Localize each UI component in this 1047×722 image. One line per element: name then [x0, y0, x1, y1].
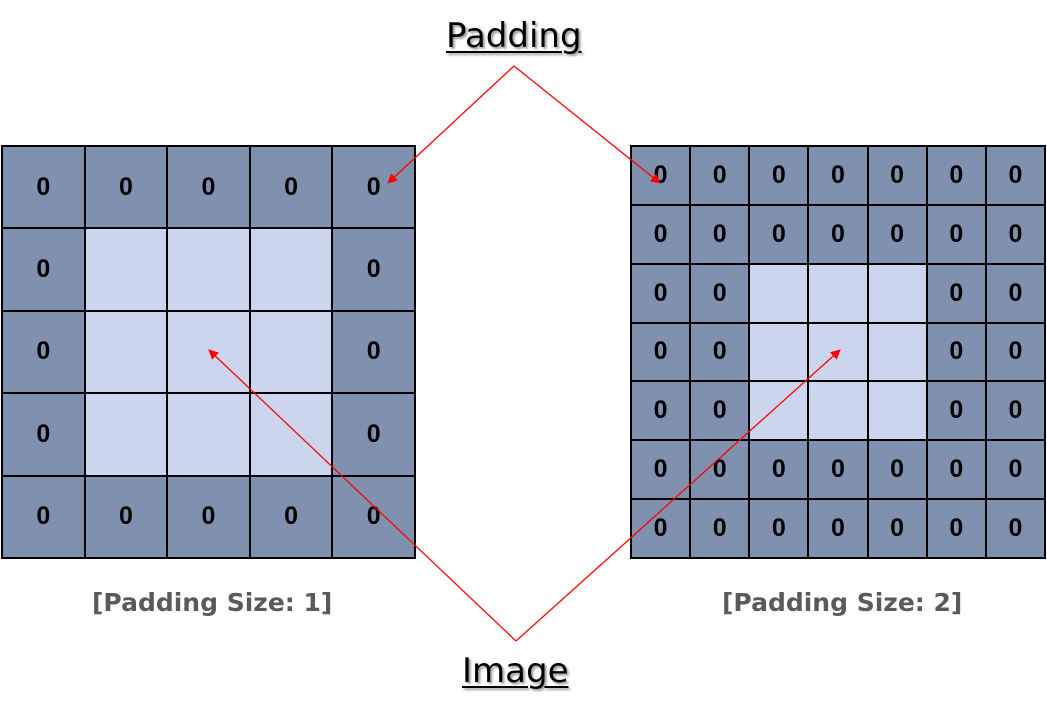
image-cell	[85, 394, 167, 475]
padding-cell: 0	[750, 205, 808, 263]
padding-cell: 0	[986, 264, 1044, 322]
padding-cell: 0	[333, 147, 414, 228]
padding-cell: 0	[691, 382, 749, 440]
padding-cell: 0	[250, 476, 332, 557]
padding-cell: 0	[927, 323, 985, 381]
image-cell	[250, 394, 332, 475]
image-cell	[250, 229, 332, 310]
padding-cell: 0	[927, 205, 985, 263]
padding-cell: 0	[691, 441, 749, 499]
image-cell	[809, 382, 867, 440]
padding-cell: 0	[691, 323, 749, 381]
image-cell	[750, 264, 808, 322]
image-cell	[809, 323, 867, 381]
padding-cell: 0	[168, 147, 249, 228]
padding-cell: 0	[333, 311, 414, 393]
padding-cell: 0	[986, 205, 1044, 263]
padding-label: Padding	[446, 16, 582, 56]
padding-cell: 0	[986, 382, 1044, 440]
padding-cell: 0	[927, 264, 985, 322]
padding-cell: 0	[809, 441, 867, 499]
image-cell	[250, 311, 332, 393]
image-cell	[809, 264, 867, 322]
padding-cell: 0	[632, 441, 690, 499]
padding-cell: 0	[927, 441, 985, 499]
padding-cell: 0	[868, 441, 926, 499]
image-cell	[168, 229, 249, 310]
padding-cell: 0	[691, 205, 749, 263]
padding-cell: 0	[3, 476, 84, 557]
padding-size-1-caption: [Padding Size: 1]	[92, 588, 333, 617]
image-cell	[168, 394, 249, 475]
padding-cell: 0	[750, 500, 808, 557]
padding-cell: 0	[333, 394, 414, 475]
padding-cell: 0	[632, 382, 690, 440]
padding-cell: 0	[868, 205, 926, 263]
padding-cell: 0	[3, 147, 84, 228]
image-cell	[750, 323, 808, 381]
image-label: Image	[462, 651, 569, 691]
padding-cell: 0	[691, 500, 749, 557]
padding-cell: 0	[809, 500, 867, 557]
image-cell	[868, 323, 926, 381]
padding-cell: 0	[986, 500, 1044, 557]
padding-cell: 0	[632, 205, 690, 263]
padding-cell: 0	[632, 264, 690, 322]
image-cell	[868, 382, 926, 440]
image-cell	[85, 229, 167, 310]
padding-cell: 0	[750, 441, 808, 499]
padding-cell: 0	[986, 147, 1044, 204]
padding-cell: 0	[809, 205, 867, 263]
padding-cell: 0	[3, 394, 84, 475]
padding-cell: 0	[3, 311, 84, 393]
padding-cell: 0	[85, 147, 167, 228]
image-cell	[868, 264, 926, 322]
padding-cell: 0	[333, 229, 414, 310]
padding-size-2-caption: [Padding Size: 2]	[722, 588, 963, 617]
padding-cell: 0	[927, 500, 985, 557]
padding-cell: 0	[868, 500, 926, 557]
padding-cell: 0	[691, 147, 749, 204]
padding-cell: 0	[691, 264, 749, 322]
padding-cell: 0	[927, 382, 985, 440]
padding-cell: 0	[250, 147, 332, 228]
padding-cell: 0	[3, 229, 84, 310]
padding-cell: 0	[750, 147, 808, 204]
padding-cell: 0	[632, 147, 690, 204]
image-cell	[168, 311, 249, 393]
padding-cell: 0	[986, 441, 1044, 499]
padding-cell: 0	[809, 147, 867, 204]
image-cell	[85, 311, 167, 393]
padding-cell: 0	[632, 323, 690, 381]
padding-cell: 0	[927, 147, 985, 204]
padding-cell: 0	[168, 476, 249, 557]
padding-cell: 0	[85, 476, 167, 557]
padding-cell: 0	[986, 323, 1044, 381]
padding-cell: 0	[868, 147, 926, 204]
image-cell	[750, 382, 808, 440]
padding-cell: 0	[632, 500, 690, 557]
padding-cell: 0	[333, 476, 414, 557]
